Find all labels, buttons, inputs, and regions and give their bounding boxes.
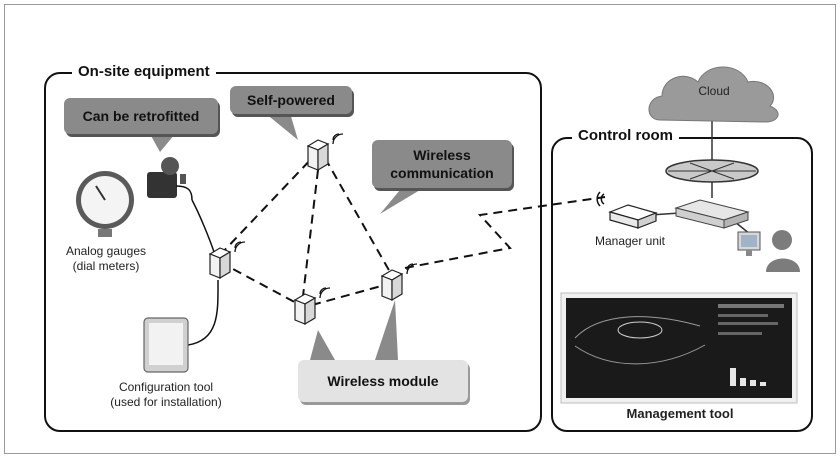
analog-gauge-icon — [76, 171, 134, 237]
cloud-label: Cloud — [698, 84, 730, 98]
management-tool-screen — [560, 292, 798, 404]
wireless-links — [219, 154, 606, 306]
router-icon — [674, 199, 750, 229]
retrofit-device-icon — [147, 157, 193, 201]
configuration-tool-label: Configuration tool (used for installatio… — [96, 380, 236, 410]
manager-unit-icon — [596, 191, 658, 229]
gauges-label-line2: (dial meters) — [72, 259, 140, 273]
cloud-icon — [648, 66, 779, 123]
callout-self-powered: Self-powered — [230, 86, 352, 114]
network-switch-icon — [665, 159, 759, 183]
gauges-label: Analog gauges (dial meters) — [56, 244, 156, 274]
control-room-title: Control room — [572, 127, 679, 144]
callout-pointers — [150, 113, 420, 360]
callout-retrofit: Can be retrofitted — [64, 98, 218, 134]
configuration-tool-label-line1: Configuration tool — [118, 380, 214, 394]
manager-unit-label: Manager unit — [594, 234, 666, 248]
wireless-module-bottom — [293, 287, 331, 326]
wireless-module-top — [306, 133, 344, 172]
configuration-tool-label-line2: (used for installation) — [110, 395, 222, 409]
device-cables — [187, 199, 219, 346]
wireless-module-left — [208, 241, 246, 280]
onsite-equipment-title: On-site equipment — [72, 63, 216, 80]
tablet-icon — [143, 317, 189, 373]
callout-wireless-communication-line1: Wireless — [413, 147, 471, 163]
callout-wireless-communication-line2: communication — [390, 165, 494, 181]
management-tool-label: Management tool — [626, 406, 734, 421]
callout-wireless-communication: Wireless communication — [372, 140, 512, 188]
wireless-module-right — [380, 263, 418, 302]
operator-icon — [737, 230, 800, 272]
gauges-label-line1: Analog gauges — [65, 244, 147, 258]
callout-wireless-module: Wireless module — [298, 360, 468, 402]
